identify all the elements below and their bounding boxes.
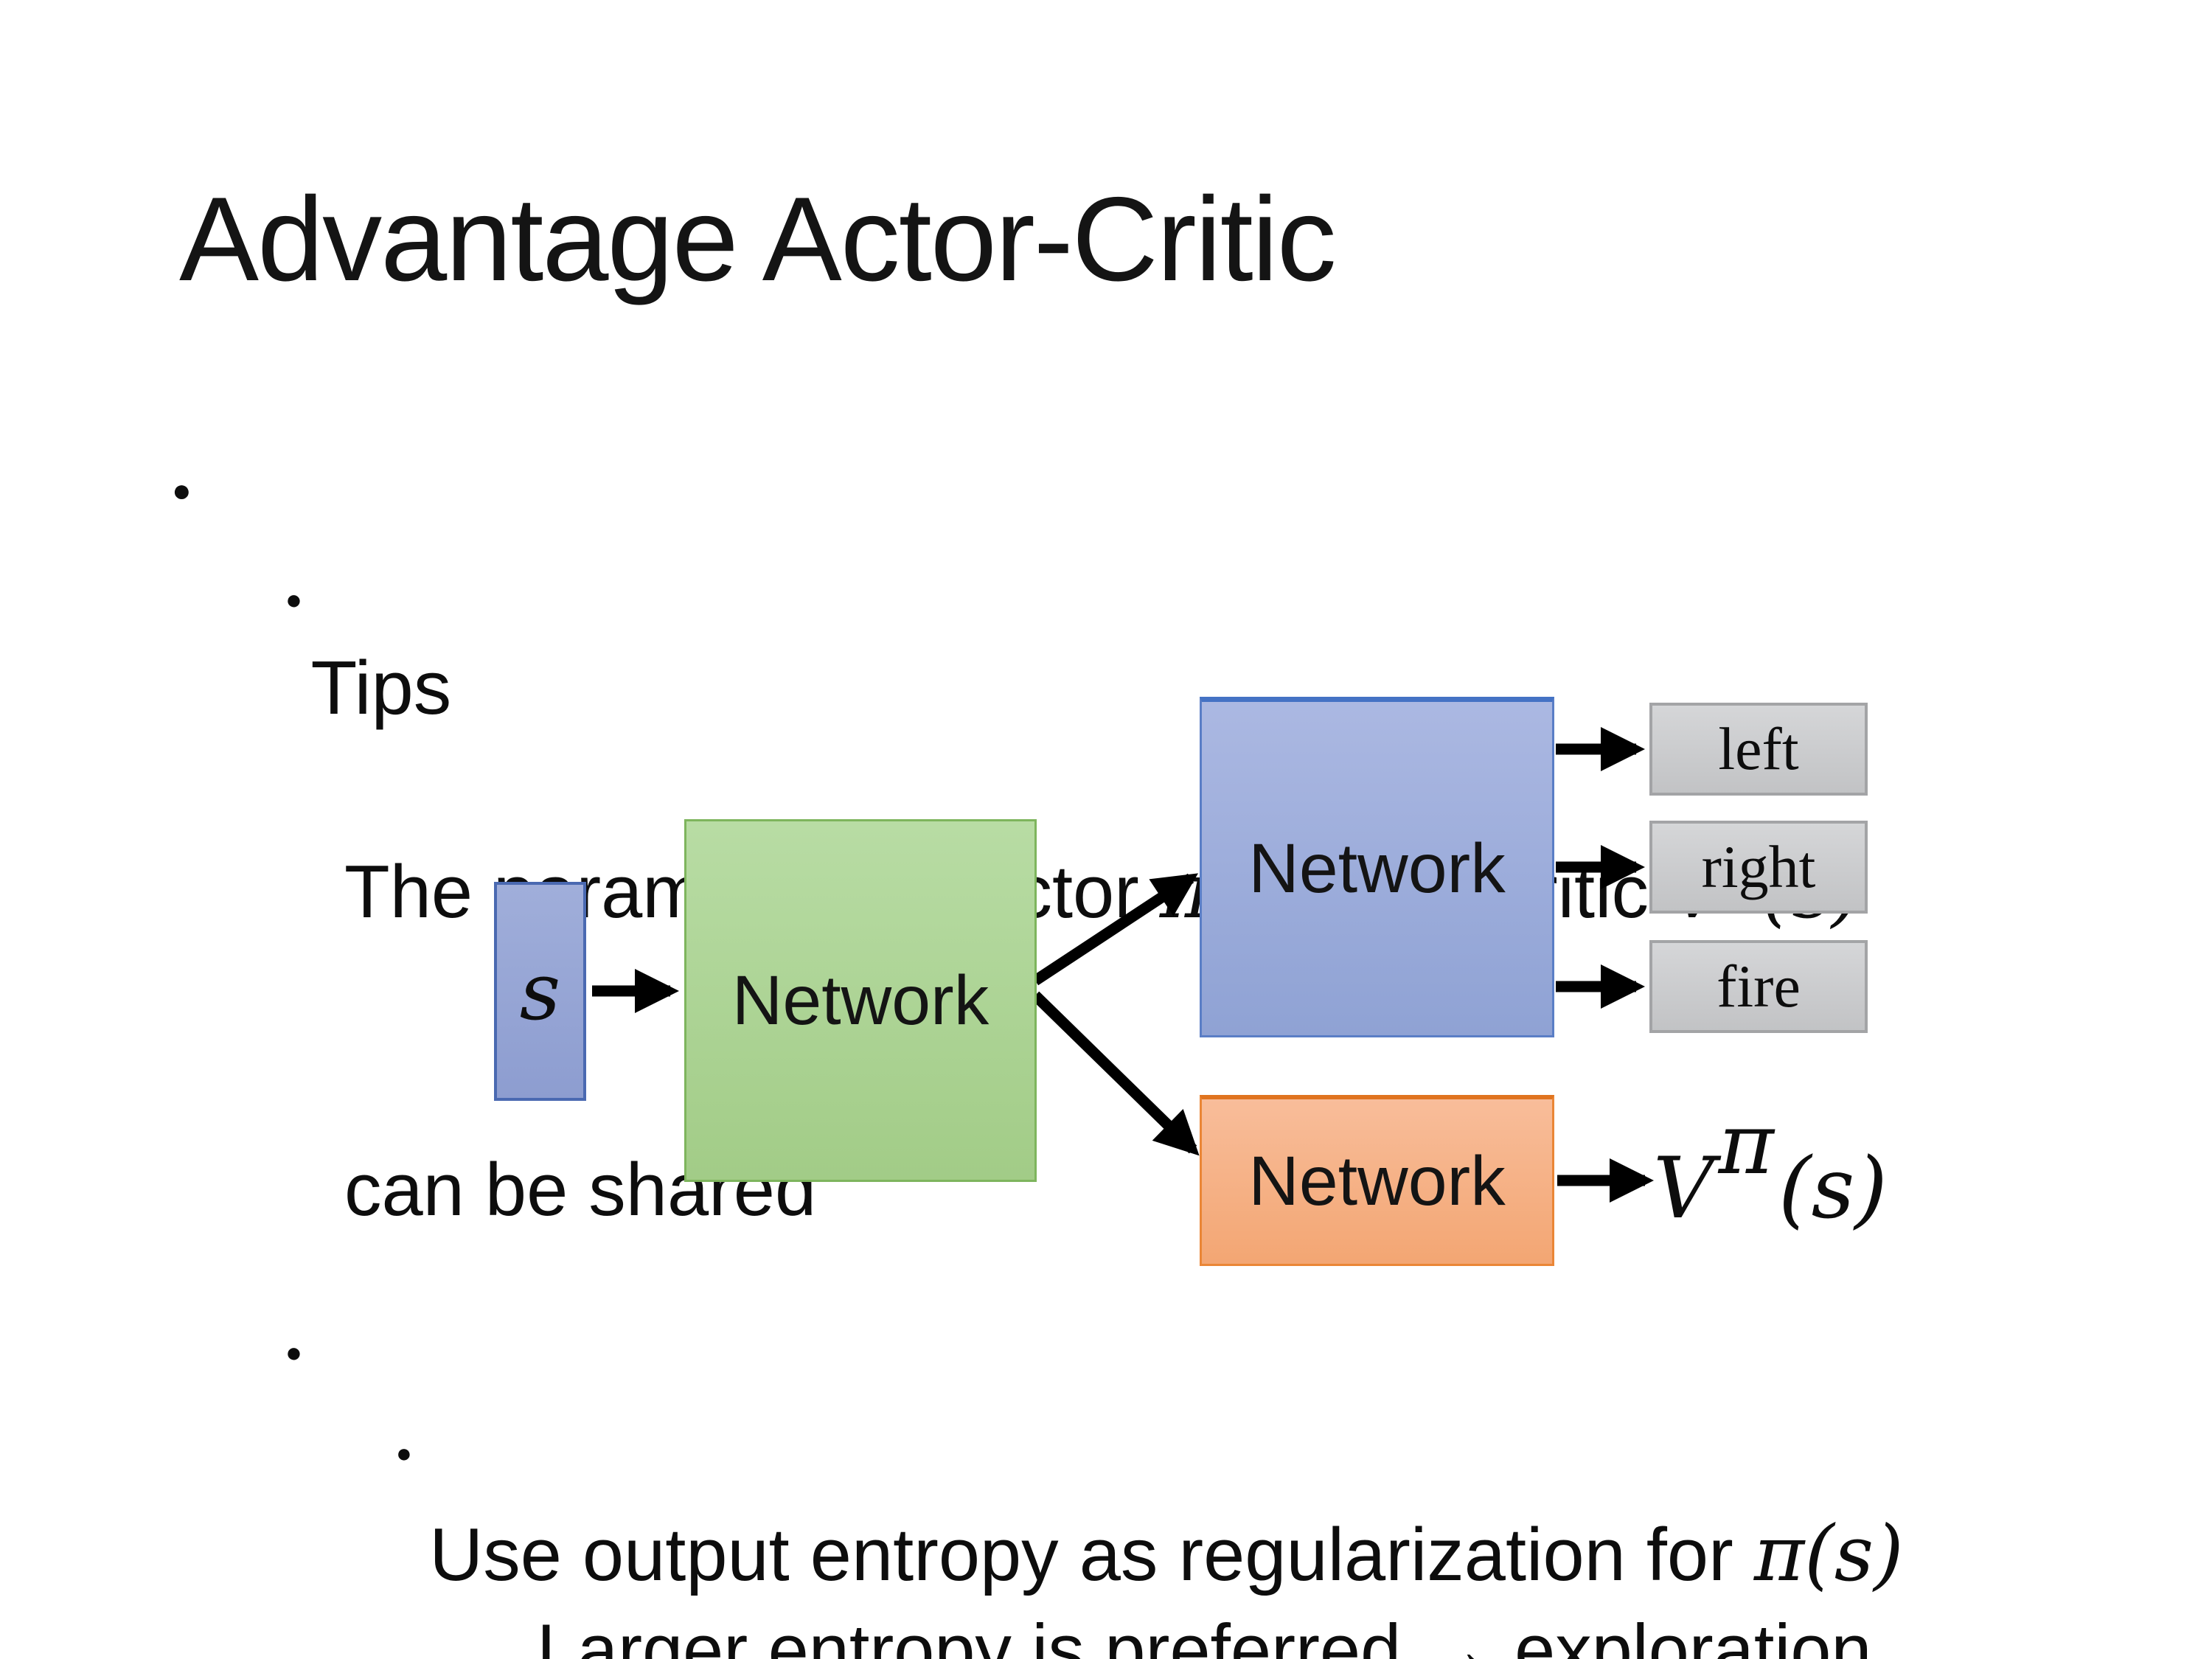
math-segment: π (1718, 1095, 1774, 1194)
bullet-shared-params-line2: can be shared (344, 1142, 1861, 1238)
action-label-left: left (1718, 715, 1799, 782)
bullet-tips-text: Tips (310, 645, 451, 730)
action-box-left: left (1649, 703, 1868, 796)
bullet-tips: ● Tips (172, 448, 451, 832)
bullet-icon: ● (172, 473, 192, 509)
bullet-icon: ● (396, 1438, 412, 1468)
action-label-right: right (1701, 833, 1816, 900)
shared-network-label: Network (731, 961, 990, 1040)
shared-network-box: Network (684, 819, 1037, 1182)
critic-network-label: Network (1248, 1142, 1506, 1220)
math-segment: π(s) (1753, 1509, 1904, 1599)
bullet-entropy-text: Use output entropy as regularization for… (429, 1509, 1903, 1599)
math-segment: (s) (1778, 1139, 1888, 1237)
state-label: s (520, 945, 561, 1038)
text-segment: Tips (310, 645, 452, 730)
math-segment: V (1653, 1139, 1714, 1237)
text-segment: Larger entropy is preferred → exploratio… (537, 1609, 1872, 1659)
bullet-entropy: ● Use output entropy as regularization f… (285, 1314, 1904, 1659)
critic-value-output: Vπ(s) (1653, 1095, 1888, 1237)
bullet-icon: ● (285, 1338, 302, 1368)
text-segment: Use output entropy as regularization for (429, 1514, 1754, 1596)
math-segment: s (519, 945, 561, 1038)
bullet-exploration-text: Larger entropy is preferred → exploratio… (537, 1609, 1871, 1659)
critic-network-box: Network (1200, 1095, 1554, 1266)
bullet-exploration: ● Larger entropy is preferred → explorat… (396, 1411, 1871, 1659)
action-label-fire: fire (1717, 953, 1801, 1020)
actor-network-label: Network (1248, 829, 1506, 908)
bullet-icon: ● (285, 585, 302, 616)
action-box-fire: fire (1649, 940, 1868, 1033)
action-box-right: right (1649, 821, 1868, 914)
actor-network-box: Network (1200, 697, 1554, 1037)
page-title: Advantage Actor-Critic (179, 173, 1337, 306)
state-input-box: s (494, 882, 586, 1101)
